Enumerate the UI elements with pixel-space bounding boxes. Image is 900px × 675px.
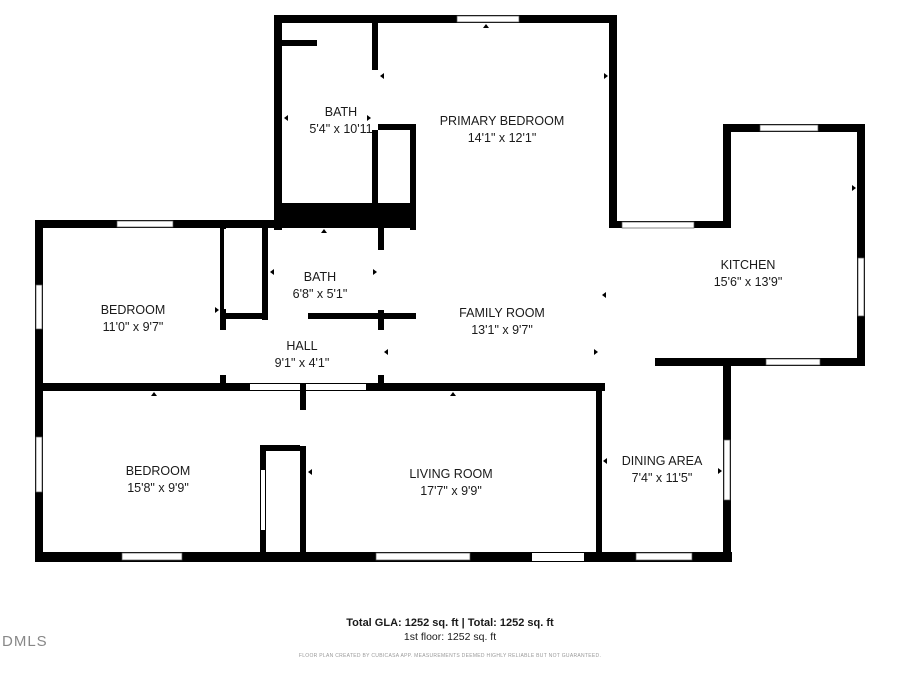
- room-name: BATH: [303, 270, 337, 284]
- door-gaps: [220, 70, 584, 561]
- room-label-primary-bedroom: PRIMARY BEDROOM 14'1" x 12'1": [440, 113, 565, 147]
- openings: [35, 15, 865, 561]
- room-dims: 15'6" x 13'9": [713, 275, 783, 289]
- room-label-bedroom-2: BEDROOM 15'8" x 9'9": [126, 463, 191, 497]
- room-dims: 11'0" x 9'7": [102, 320, 164, 334]
- room-label-bath-primary: BATH 5'4" x 10'11: [309, 104, 372, 138]
- room-name: BEDROOM: [125, 464, 191, 478]
- room-name: KITCHEN: [720, 258, 776, 272]
- total-area: Total GLA: 1252 sq. ft | Total: 1252 sq.…: [346, 617, 554, 629]
- room-dims: 14'1" x 12'1": [467, 131, 537, 145]
- room-name: BEDROOM: [100, 303, 166, 317]
- room-dims: 5'4" x 10'11: [309, 122, 373, 136]
- watermark-logo: DMLS: [2, 633, 48, 650]
- room-label-hall: HALL 9'1" x 4'1": [275, 338, 330, 372]
- room-label-kitchen: KITCHEN 15'6" x 13'9": [714, 257, 783, 291]
- room-label-bedroom-1: BEDROOM 11'0" x 9'7": [101, 302, 166, 336]
- room-name: PRIMARY BEDROOM: [439, 114, 565, 128]
- room-dims: 15'8" x 9'9": [127, 481, 189, 495]
- room-name: LIVING ROOM: [409, 467, 493, 481]
- floor-area: 1st floor: 1252 sq. ft: [403, 631, 497, 643]
- room-label-family-room: FAMILY ROOM 13'1" x 9'7": [459, 305, 545, 339]
- room-name: DINING AREA: [621, 454, 703, 468]
- disclaimer: FLOOR PLAN CREATED BY CUBICASA APP. MEAS…: [298, 653, 602, 659]
- room-name: HALL: [286, 339, 318, 353]
- room-label-living-room: LIVING ROOM 17'7" x 9'9": [409, 466, 492, 500]
- room-label-dining-area: DINING AREA 7'4" x 11'5": [622, 453, 703, 487]
- room-dims: 7'4" x 11'5": [631, 471, 693, 485]
- room-dims: 9'1" x 4'1": [274, 356, 330, 370]
- room-name: FAMILY ROOM: [459, 306, 545, 320]
- room-dims: 17'7" x 9'9": [420, 484, 482, 498]
- dimension-markers: [151, 24, 856, 475]
- room-name: BATH: [324, 105, 358, 119]
- room-dims: 6'8" x 5'1": [292, 287, 348, 301]
- room-dims: 13'1" x 9'7": [471, 323, 533, 337]
- room-label-bath-hall: BATH 6'8" x 5'1": [293, 269, 348, 303]
